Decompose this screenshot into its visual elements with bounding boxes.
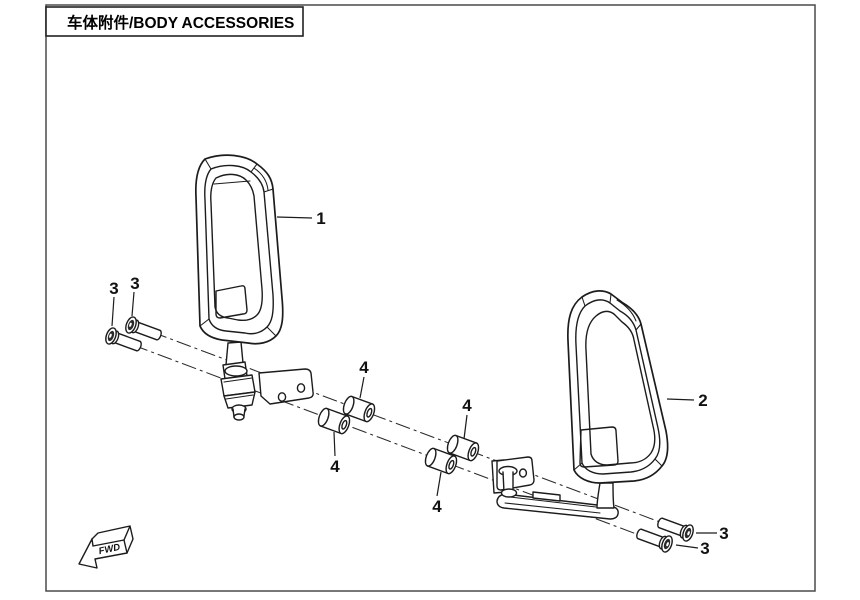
callout-label-3c: 3 [719,524,728,543]
leader-line-1 [276,216,313,219]
callout-bolt-right-b: 3 [675,539,710,558]
callout-label-4d: 4 [432,497,442,516]
part-mirror-left [194,154,284,345]
leader-line-4a [359,376,365,399]
leader-line-3b [131,291,135,317]
fwd-arrow-icon [78,538,128,569]
part-spacer-lower-left [317,407,351,435]
callout-label-4b: 4 [330,457,340,476]
part-spacer-lower-right [424,447,458,475]
leader-line-4d [436,471,442,497]
callout-bolt-left-b: 3 [130,274,140,317]
page-title: 车体附件/BODY ACCESSORIES [67,13,294,32]
callout-label-2: 2 [698,391,707,410]
part-bracket-right [491,456,619,520]
part-bolt-lower-right [636,528,673,553]
callout-spacer-lr: 4 [432,471,442,516]
leader-line-4b [333,431,336,457]
callout-label-3d: 3 [700,539,709,558]
callout-mirror-right: 2 [666,391,708,410]
callout-spacer-ur: 4 [462,396,472,440]
callout-spacer-ll: 4 [330,431,340,476]
part-spacer-upper-left [342,395,376,423]
callout-label-4c: 4 [462,396,472,415]
title-block: 车体附件/BODY ACCESSORIES [45,6,304,37]
fwd-label: FWD [98,542,122,557]
title-box [45,6,304,37]
leader-line-4c [463,414,468,440]
part-bracket-left [220,341,314,421]
part-bolt-lower-left [105,327,142,352]
callout-label-3b: 3 [130,274,139,293]
callout-label-1: 1 [316,209,325,228]
leader-line-3d [675,544,699,549]
callout-bolt-left-a: 3 [109,279,119,327]
part-mirror-right [567,290,669,484]
part-bolt-upper-right [657,517,694,542]
callout-bolt-right-a: 3 [696,524,729,543]
leader-line-2 [666,398,695,401]
callout-label-3a: 3 [109,279,118,298]
callout-spacer-ul: 4 [359,358,369,399]
leader-line-3a [111,296,115,327]
drawing-border [45,4,816,592]
callout-mirror-left: 1 [276,209,326,228]
fwd-indicator: FWD [78,525,134,569]
callout-label-4a: 4 [359,358,369,377]
part-bolt-upper-left [125,316,162,341]
part-spacer-upper-right [446,434,480,462]
